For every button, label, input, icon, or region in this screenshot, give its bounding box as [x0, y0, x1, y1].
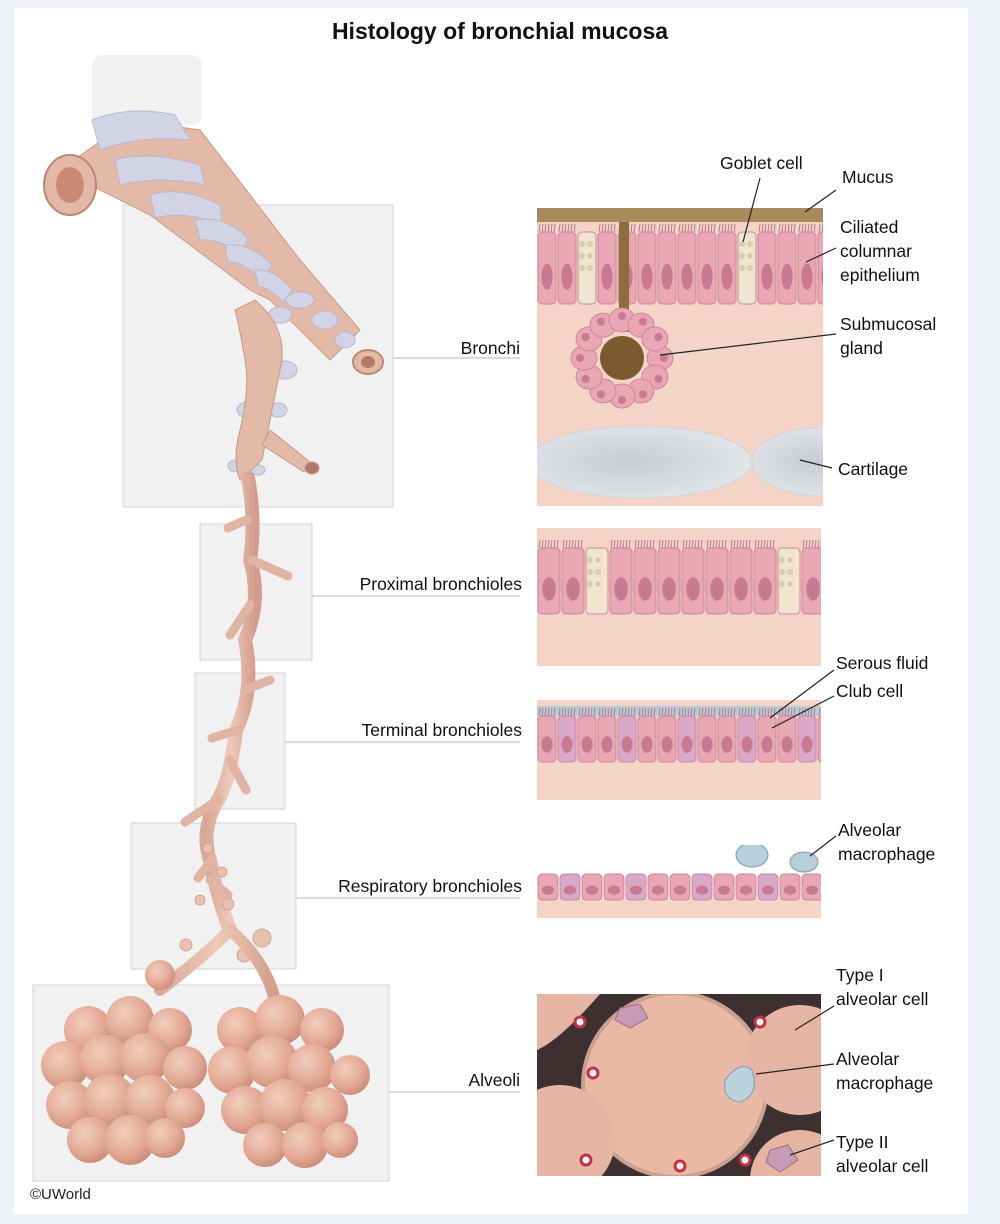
macrophage-resp-2: [789, 851, 819, 873]
bronchiole-side-branches: [180, 515, 293, 900]
callout-type1-2: alveolar cell: [836, 989, 929, 1009]
cartilage-plate-2: [751, 427, 823, 497]
macrophage-resp-1: [735, 845, 769, 868]
terminal-histology: [537, 700, 821, 800]
copyright: ©UWorld: [30, 1186, 91, 1203]
callout-submucosal-1: Submucosal: [840, 314, 937, 334]
bronchus-right-lumen: [361, 356, 375, 368]
figure-title: Histology of bronchial mucosa: [331, 18, 669, 44]
airway-tree: [41, 55, 384, 1168]
gland-duct: [619, 222, 629, 332]
callout-mucus: Mucus: [842, 167, 894, 187]
label-alveoli: Alveoli: [468, 1070, 520, 1090]
callout-alveolar-macrophage-alv-1: Alveolar: [836, 1049, 900, 1069]
alveolus-right: [745, 1005, 821, 1115]
callout-ciliated-1: Ciliated: [840, 217, 899, 237]
callout-alveolar-macrophage-resp-2: macrophage: [838, 844, 936, 864]
callout-type1-1: Type I: [836, 965, 884, 985]
descending-bronchus: [234, 299, 283, 481]
trachea-top: [92, 55, 202, 125]
small-branch: [261, 429, 311, 473]
callout-ciliated-2: columnar: [840, 241, 912, 261]
alveoli-histology: [537, 994, 821, 1176]
bronchus-left-lumen: [56, 167, 84, 203]
callout-alveolar-macrophage-resp-1: Alveolar: [838, 820, 902, 840]
submucosal-gland: [570, 307, 674, 409]
callout-cartilage: Cartilage: [838, 459, 909, 479]
cartilage-plate-1: [537, 425, 753, 499]
callout-serous-fluid: Serous fluid: [836, 653, 929, 673]
alveoli-clusters: [41, 960, 370, 1168]
callout-goblet-cell: Goblet cell: [720, 153, 803, 173]
callout-club-cell: Club cell: [836, 681, 904, 701]
respiratory-histology: [537, 845, 821, 920]
alveolus-lower-left: [537, 1085, 615, 1176]
label-terminal-bronchioles: Terminal bronchioles: [361, 720, 523, 740]
callout-ciliated-3: epithelium: [840, 265, 920, 285]
label-proximal-bronchioles: Proximal bronchioles: [359, 574, 522, 594]
small-branch-opening: [304, 461, 320, 475]
callout-type2-2: alveolar cell: [836, 1156, 929, 1176]
bronchi-mucus-layer: [537, 208, 823, 222]
bronchi-histology: [537, 208, 823, 506]
callout-type2-1: Type II: [836, 1132, 889, 1152]
type2-cell-top: [614, 1003, 649, 1029]
serous-layer: [537, 706, 821, 716]
label-respiratory-bronchioles: Respiratory bronchioles: [338, 876, 522, 896]
bronchi-epithelium: [537, 223, 823, 305]
callout-submucosal-2: gland: [840, 338, 883, 358]
type2-cell-bottom: [765, 1144, 799, 1173]
proximal-histology: [537, 528, 821, 666]
macrophage-alveolar: [724, 1066, 755, 1103]
callout-alveolar-macrophage-alv-2: macrophage: [836, 1073, 934, 1093]
leader-lines: [659, 177, 837, 1156]
label-bronchi: Bronchi: [460, 338, 520, 358]
capillaries: [573, 1015, 767, 1173]
